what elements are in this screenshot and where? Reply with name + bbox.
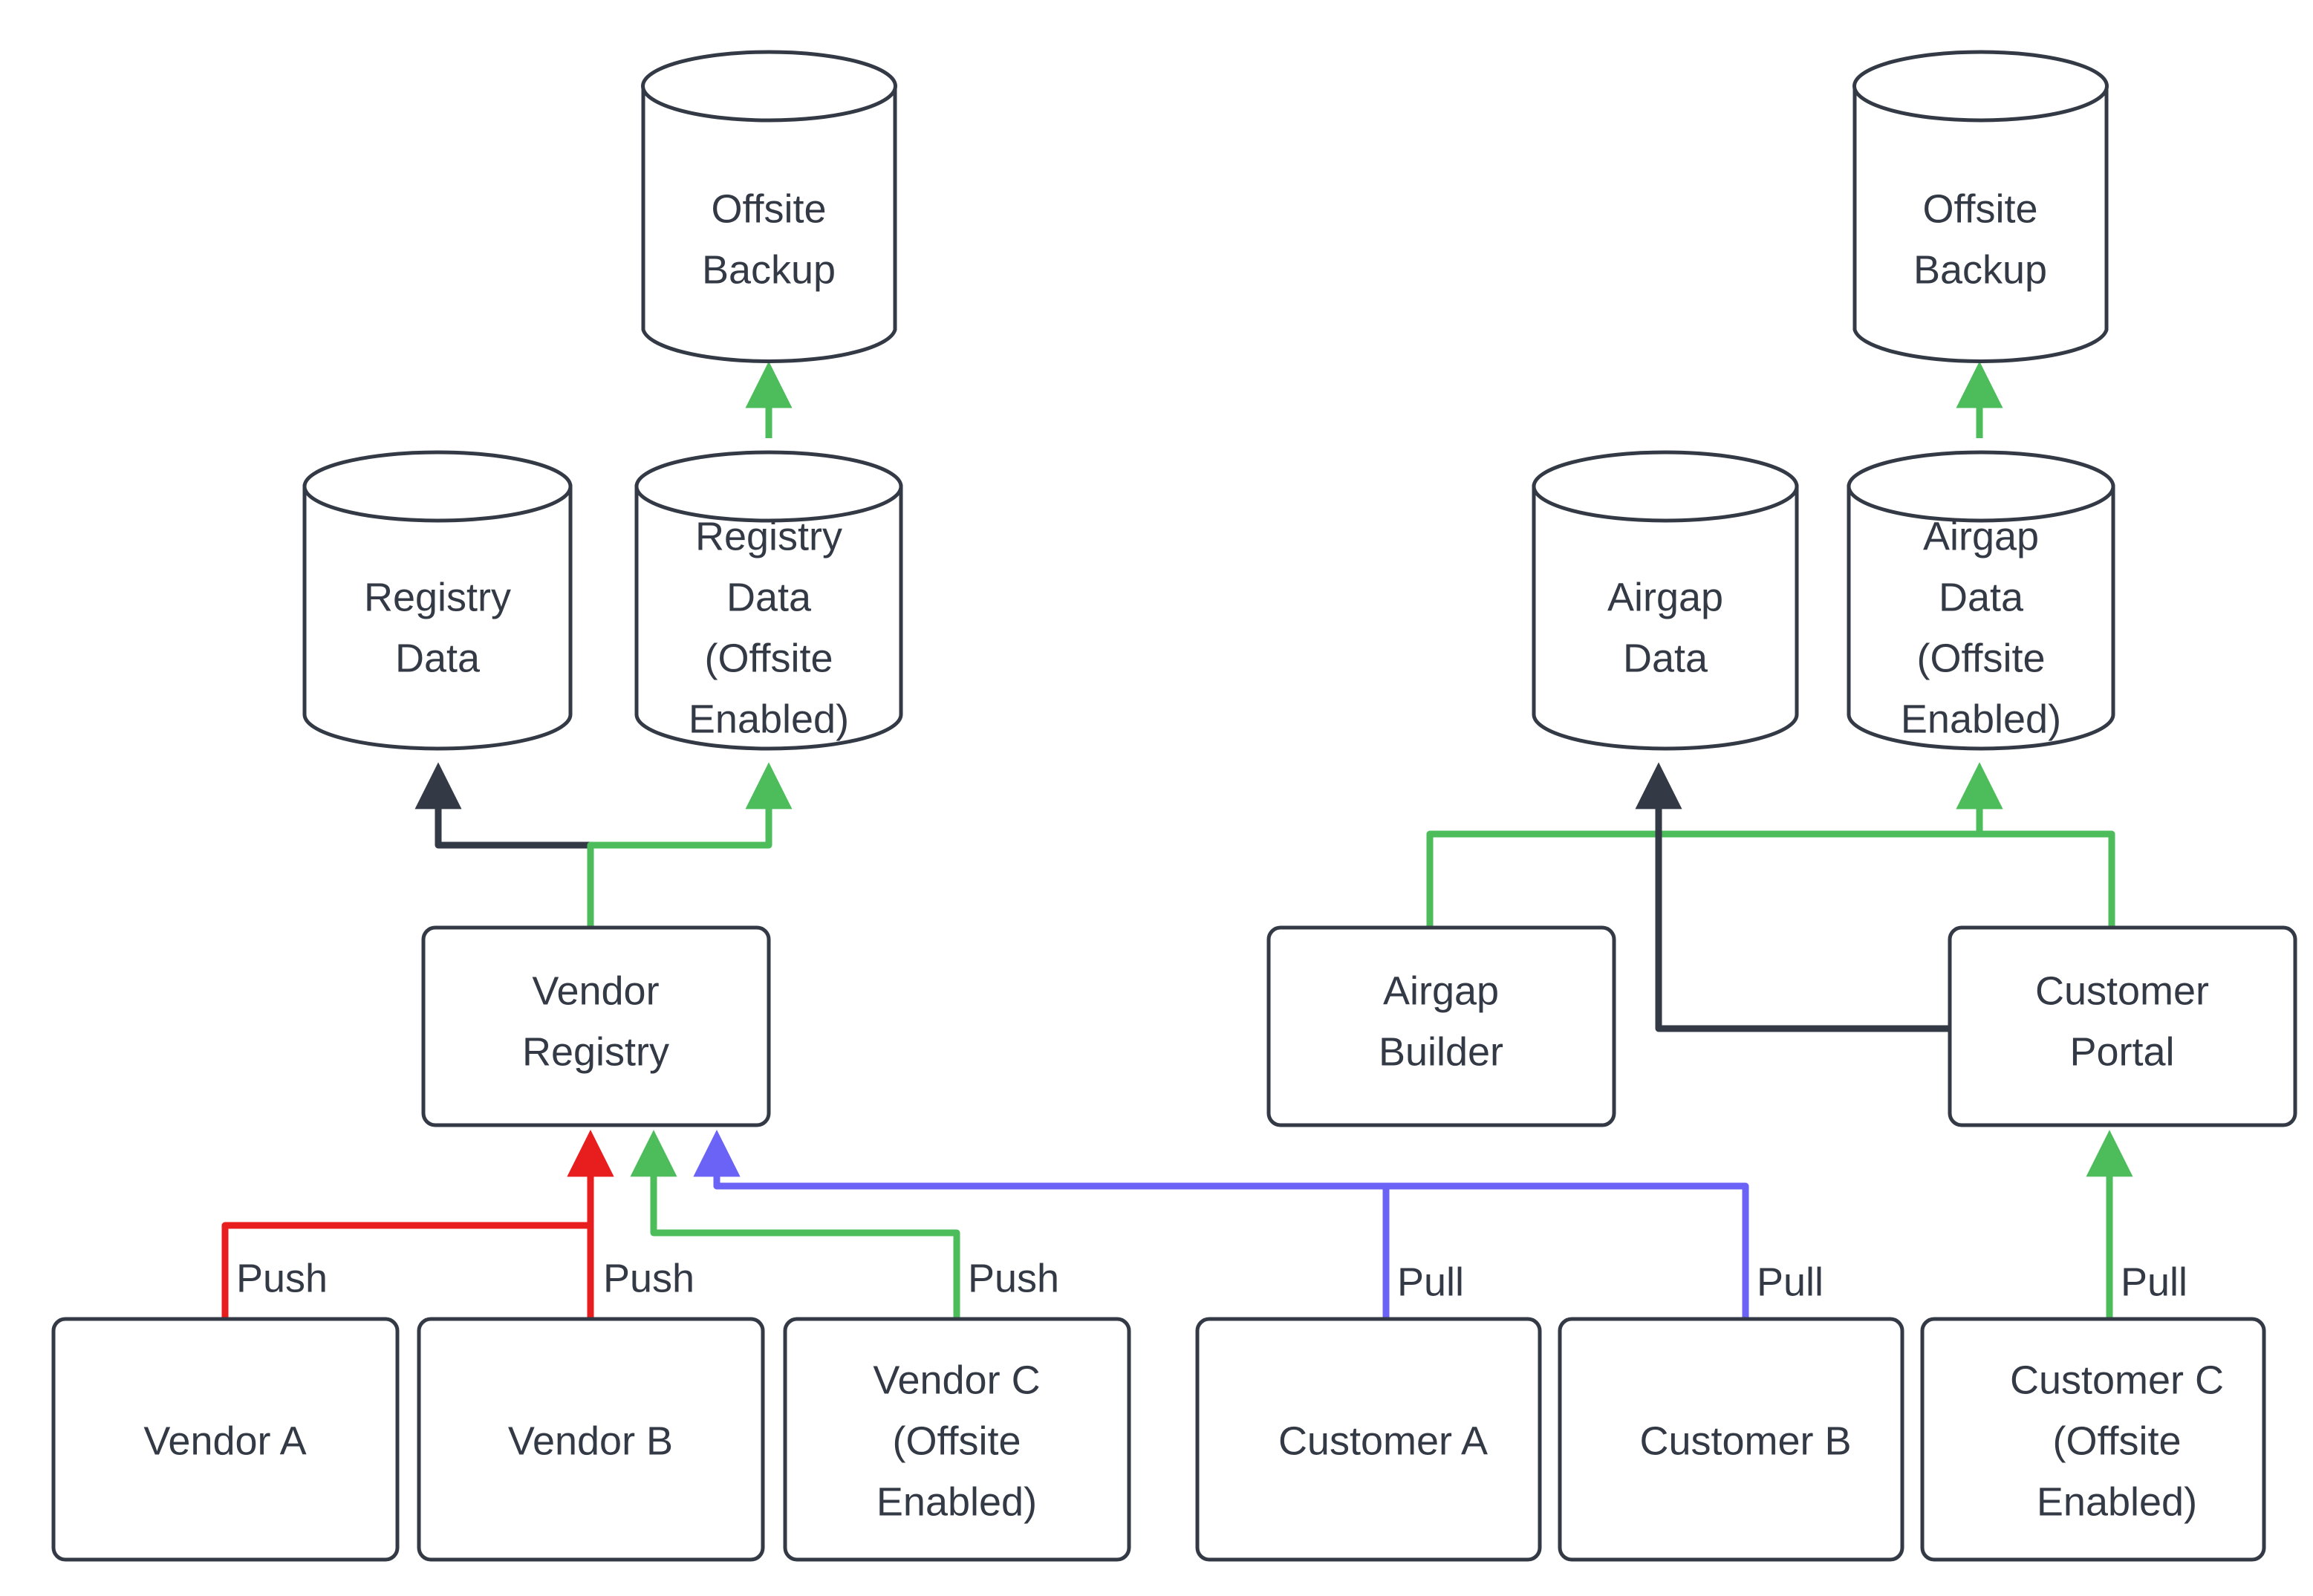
- node-label: Customer C: [2010, 1358, 2224, 1402]
- node-label: Portal: [2069, 1029, 2174, 1074]
- node-label: Customer: [2035, 968, 2209, 1013]
- edge-vendorregistry-to-registrydataoffsite: [587, 762, 793, 928]
- edge-vendorc-to-vendorregistry: [630, 1130, 960, 1319]
- node-label: Offsite: [1922, 186, 2037, 231]
- node-customer-c[interactable]: Customer C (Offsite Enabled): [1920, 1317, 2266, 1562]
- edge-label-pull-c: Pull: [2121, 1260, 2187, 1304]
- node-customer-portal[interactable]: Customer Portal: [1948, 925, 2297, 1127]
- edge-label-pull-b: Pull: [1757, 1260, 1824, 1304]
- edge-vendorregistry-to-registrydata: [414, 762, 594, 928]
- node-label: Airgap: [1383, 968, 1499, 1013]
- node-label: (Offsite: [892, 1419, 1021, 1463]
- node-label: Backup: [702, 247, 836, 292]
- edge-label-push-b: Push: [603, 1256, 694, 1300]
- node-vendor-a[interactable]: Vendor A: [51, 1317, 400, 1562]
- node-offsite-backup-right[interactable]: Offsite Backup: [1852, 50, 2109, 363]
- edge-customerportal-to-airgapdata: [1635, 762, 1950, 1032]
- node-label: Enabled): [689, 697, 849, 741]
- node-label: Vendor: [532, 968, 659, 1013]
- node-label: Data: [395, 636, 481, 680]
- node-label: Data: [726, 575, 812, 619]
- node-label: Vendor A: [143, 1419, 306, 1463]
- node-label: Registry: [522, 1029, 669, 1074]
- node-airgap-data[interactable]: Airgap Data: [1532, 450, 1799, 751]
- node-label: Backup: [1913, 247, 2047, 292]
- node-customer-a[interactable]: Customer A: [1195, 1317, 1542, 1562]
- node-label: Registry: [364, 575, 511, 619]
- node-airgap-data-offsite[interactable]: Airgap Data (Offsite Enabled): [1847, 450, 2115, 751]
- node-vendor-b[interactable]: Vendor B: [417, 1317, 765, 1562]
- node-label: Registry: [695, 514, 842, 558]
- node-label: Data: [1623, 636, 1708, 680]
- node-vendor-c[interactable]: Vendor C (Offsite Enabled): [783, 1317, 1131, 1562]
- edge-customerb-to-vendorregistry: [693, 1130, 1749, 1319]
- node-label: Customer A: [1278, 1419, 1488, 1463]
- node-offsite-backup-left[interactable]: Offsite Backup: [641, 50, 897, 363]
- node-registry-data-offsite[interactable]: Registry Data (Offsite Enabled): [634, 450, 903, 751]
- node-label: Customer B: [1639, 1419, 1851, 1463]
- node-label: (Offsite: [2052, 1419, 2181, 1463]
- node-label: Vendor C: [873, 1358, 1040, 1402]
- node-registry-data[interactable]: Registry Data: [302, 450, 573, 751]
- edge-airgapbuilder-to-airgapdataoffsite: [1426, 762, 2003, 928]
- node-customer-b[interactable]: Customer B: [1558, 1317, 1904, 1562]
- node-vendor-registry[interactable]: Vendor Registry: [421, 925, 771, 1127]
- node-label: (Offsite: [1916, 636, 2045, 680]
- node-label: (Offsite: [704, 636, 833, 680]
- node-label: Airgap: [1607, 575, 1723, 619]
- node-label: Vendor B: [508, 1419, 673, 1463]
- node-label: Data: [1939, 575, 2024, 619]
- edge-customerportal-to-airgapdataoffsite: [1956, 762, 2115, 928]
- node-label: Enabled): [876, 1479, 1037, 1524]
- node-label: Builder: [1379, 1029, 1503, 1074]
- edge-label-pull-a: Pull: [1397, 1260, 1464, 1304]
- node-label: Enabled): [2037, 1479, 2197, 1524]
- node-label: Airgap: [1923, 514, 2039, 558]
- node-label: Offsite: [711, 186, 826, 231]
- edge-label-push-c: Push: [968, 1256, 1059, 1300]
- node-airgap-builder[interactable]: Airgap Builder: [1266, 925, 1616, 1127]
- edge-label-push-a: Push: [236, 1256, 328, 1300]
- node-label: Enabled): [1901, 697, 2061, 741]
